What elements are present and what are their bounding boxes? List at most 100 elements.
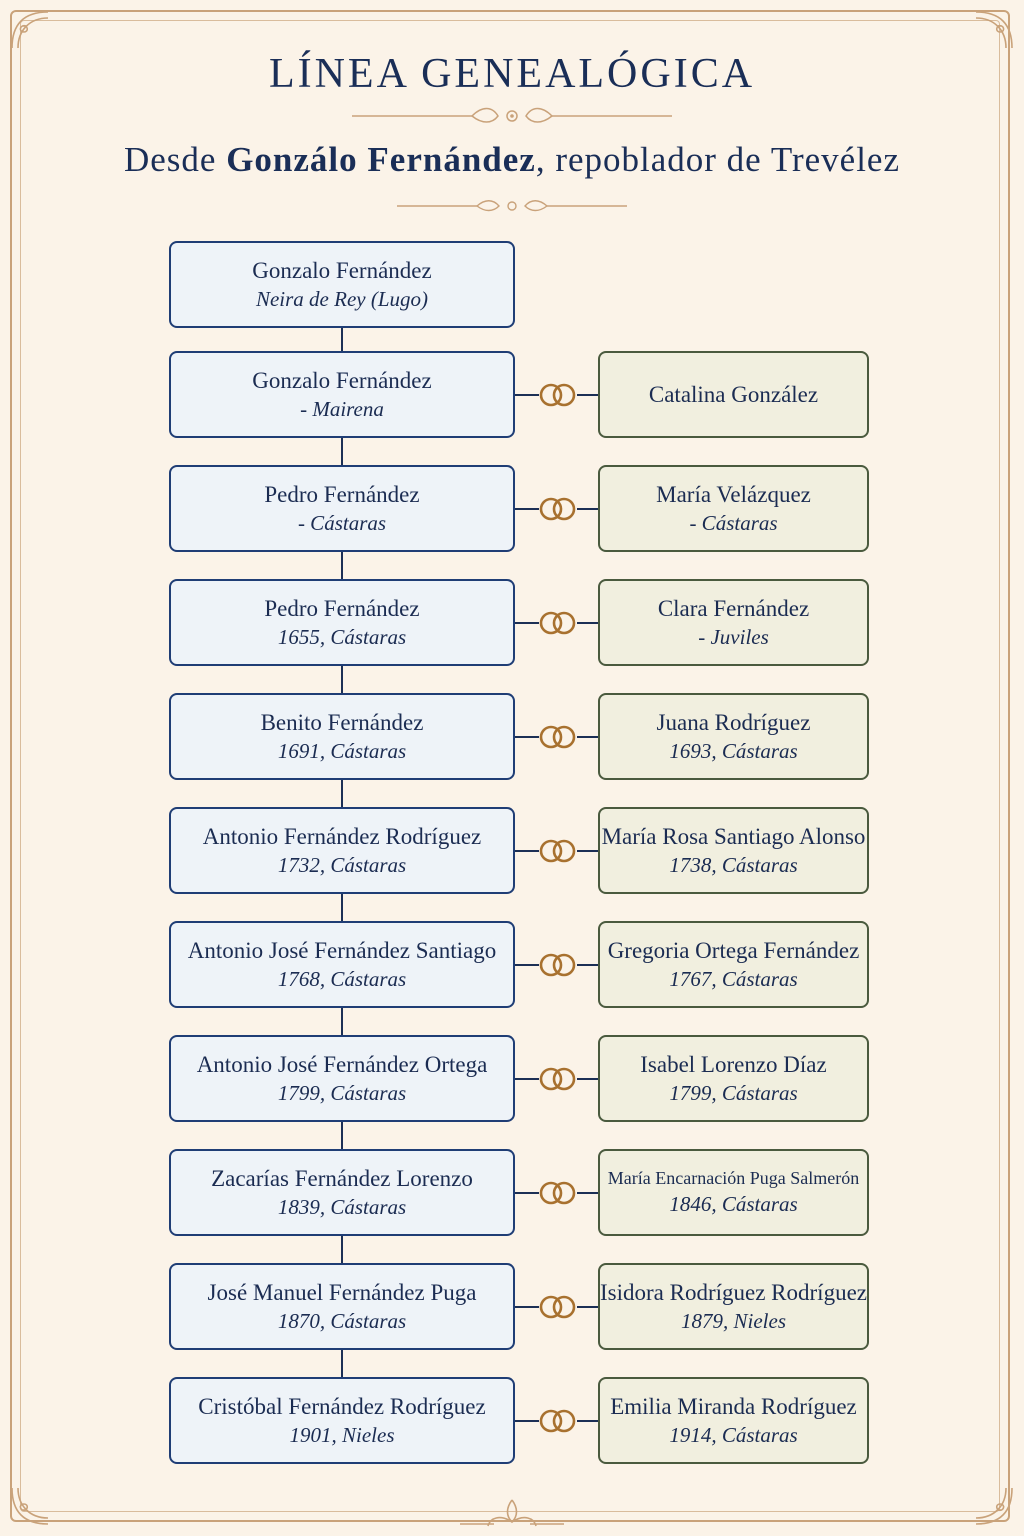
ancestor-detail: 1870, Cástaras (277, 1308, 407, 1333)
wedding-rings-icon (515, 1067, 598, 1090)
ancestor-card: Cristóbal Fernández Rodríguez 1901, Niele… (169, 1377, 515, 1464)
ancestor-name: Antonio José Fernández Ortega (196, 1051, 488, 1077)
spouse-card: Clara Fernández - Juviles (598, 579, 869, 666)
spouse-card: Gregoria Ortega Fernández 1767, Cástaras (598, 921, 869, 1008)
subtitle-prefix: Desde (123, 140, 227, 179)
lineage-connector (341, 552, 343, 579)
subtitle-suffix: , repoblador de Trevélez (535, 140, 901, 179)
ancestor-detail: - Cástaras (297, 510, 387, 535)
lineage-connector (341, 328, 343, 351)
ancestor-card: José Manuel Fernández Puga 1870, Cástaras (169, 1263, 515, 1350)
marriage-connector (515, 836, 598, 866)
lineage-connector (341, 666, 343, 693)
spouse-detail: 1767, Cástaras (669, 966, 798, 991)
ancestor-name: Cristóbal Fernández Rodríguez (198, 1393, 486, 1419)
title-divider-icon (0, 104, 1024, 132)
wedding-rings-icon (515, 1181, 598, 1204)
wedding-rings-icon (515, 1409, 598, 1432)
wedding-rings-icon (515, 725, 598, 748)
wedding-rings-icon (515, 383, 598, 406)
lineage-connector (341, 1236, 343, 1263)
marriage-connector (515, 380, 598, 410)
ancestor-name: Pedro Fernández (264, 595, 420, 621)
spouse-detail: 1846, Cástaras (669, 1191, 798, 1216)
ancestor-name: Benito Fernández (260, 709, 424, 735)
ancestor-name: Pedro Fernández (264, 481, 420, 507)
ancestor-detail: 1768, Cástaras (277, 966, 407, 991)
spouse-detail: 1914, Cástaras (669, 1422, 798, 1447)
marriage-connector (515, 1292, 598, 1322)
spouse-detail: - Cástaras (689, 510, 778, 535)
ancestor-detail: 1839, Cástaras (277, 1194, 407, 1219)
ancestor-detail: 1732, Cástaras (277, 852, 407, 877)
corner-flourish-icon (8, 8, 54, 54)
spouse-name: Gregoria Ortega Fernández (607, 937, 860, 963)
marriage-connector (515, 1178, 598, 1208)
ancestor-detail: 1691, Cástaras (277, 738, 407, 763)
ancestor-name: Antonio Fernández Rodríguez (202, 823, 482, 849)
spouse-name: Catalina González (648, 381, 819, 407)
subtitle-divider-icon (0, 196, 1024, 220)
ancestor-name: José Manuel Fernández Puga (207, 1279, 477, 1305)
wedding-rings-icon (515, 1295, 598, 1318)
ancestor-detail: 1901, Nieles (289, 1422, 395, 1447)
spouse-card: María Velázquez - Cástaras (598, 465, 869, 552)
wedding-rings-icon (515, 953, 598, 976)
spouse-card: Catalina González (598, 351, 869, 438)
ancestor-detail: Neira de Rey (Lugo) (255, 286, 429, 311)
subtitle-founder: Gonzálo Fernández (226, 140, 536, 179)
lineage-connector (341, 1008, 343, 1035)
bottom-fleur-icon (450, 1496, 574, 1530)
spouse-name: Juana Rodríguez (656, 709, 811, 735)
ancestor-detail: 1655, Cástaras (277, 624, 407, 649)
ancestor-card: Pedro Fernández - Cástaras (169, 465, 515, 552)
marriage-connector (515, 722, 598, 752)
marriage-connector (515, 608, 598, 638)
lineage-connector (341, 1122, 343, 1149)
wedding-rings-icon (515, 497, 598, 520)
spouse-card: Isidora Rodríguez Rodríguez 1879, Nieles (598, 1263, 869, 1350)
spouse-detail: 1738, Cástaras (669, 852, 798, 877)
ancestor-card: Zacarías Fernández Lorenzo 1839, Cástaras (169, 1149, 515, 1236)
ancestor-card: Pedro Fernández 1655, Cástaras (169, 579, 515, 666)
spouse-name: María Rosa Santiago Alonso (601, 823, 866, 849)
spouse-card: Emilia Miranda Rodríguez 1914, Cástaras (598, 1377, 869, 1464)
spouse-name: Isidora Rodríguez Rodríguez (600, 1279, 867, 1305)
marriage-connector (515, 1406, 598, 1436)
page-title: LÍNEA GENEALÓGICA (268, 51, 756, 97)
lineage-connector (341, 894, 343, 921)
ancestor-name: Gonzalo Fernández (252, 367, 432, 393)
spouse-detail: - Juviles (698, 624, 769, 649)
corner-flourish-icon (970, 8, 1016, 54)
spouse-card: Juana Rodríguez 1693, Cástaras (598, 693, 869, 780)
wedding-rings-icon (515, 839, 598, 862)
corner-flourish-icon (8, 1482, 54, 1528)
spouse-name: Isabel Lorenzo Díaz (640, 1051, 827, 1077)
spouse-name: Clara Fernández (657, 595, 810, 621)
spouse-name: María Encarnación Puga Salmerón (607, 1168, 860, 1189)
wedding-rings-icon (515, 611, 598, 634)
spouse-detail: 1799, Cástaras (669, 1080, 798, 1105)
spouse-detail: 1879, Nieles (681, 1308, 786, 1333)
inner-frame (20, 20, 1000, 1512)
ancestor-name: Zacarías Fernández Lorenzo (211, 1165, 473, 1191)
lineage-connector (341, 1350, 343, 1377)
ancestor-card: Benito Fernández 1691, Cástaras (169, 693, 515, 780)
corner-flourish-icon (970, 1482, 1016, 1528)
ancestor-detail: - Mairena (300, 396, 384, 421)
ancestor-card: Antonio Fernández Rodríguez 1732, Cástara… (169, 807, 515, 894)
spouse-detail: 1693, Cástaras (669, 738, 798, 763)
spouse-name: María Velázquez (656, 481, 811, 507)
spouse-name: Emilia Miranda Rodríguez (610, 1393, 857, 1419)
lineage-connector (341, 438, 343, 465)
marriage-connector (515, 494, 598, 524)
marriage-connector (515, 950, 598, 980)
spouse-card: María Rosa Santiago Alonso 1738, Cástaras (598, 807, 869, 894)
lineage-connector (341, 780, 343, 807)
spouse-card: Isabel Lorenzo Díaz 1799, Cástaras (598, 1035, 869, 1122)
